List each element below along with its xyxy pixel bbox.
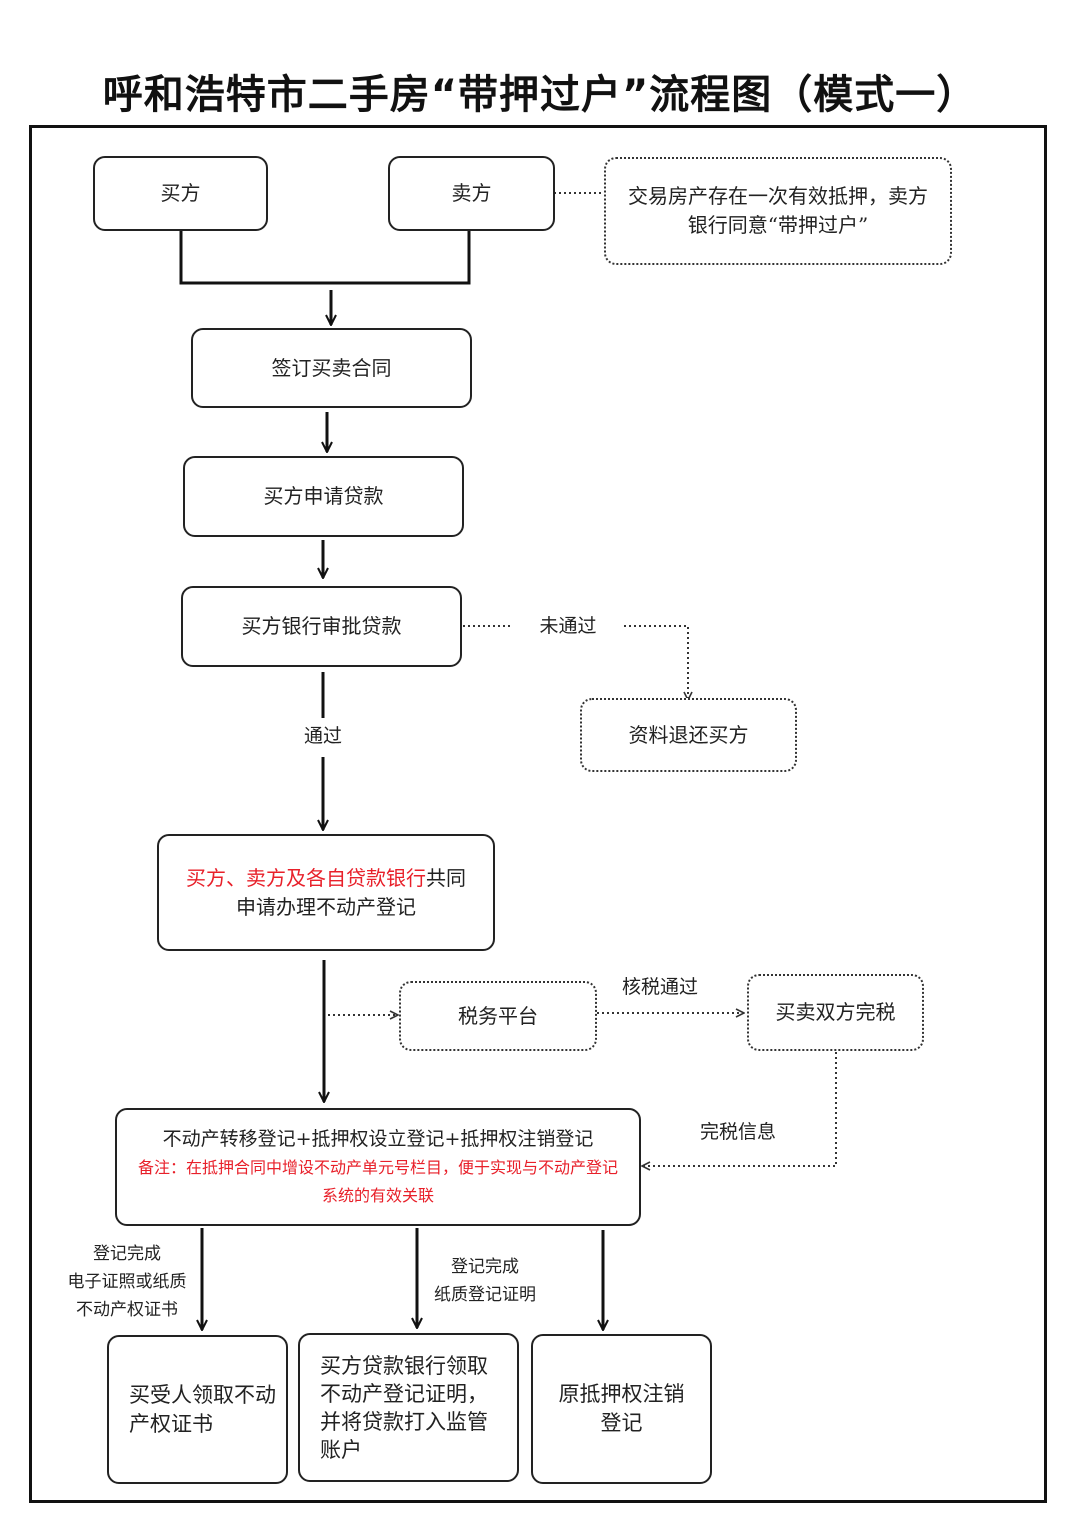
reg-done-mid-line2: 纸质登记证明 <box>434 1285 536 1305</box>
reg-done-left-line1: 登记完成 <box>93 1244 161 1264</box>
reg-done-left-label: 登记完成 电子证照或纸质 不动产权证书 <box>52 1240 202 1324</box>
cancel-mortgage-box: 原抵押权注销登记 <box>531 1334 712 1484</box>
not-passed-line-b <box>624 625 688 700</box>
reg-done-left-line3: 不动产权证书 <box>76 1300 178 1320</box>
diagram-frame <box>29 125 1047 1503</box>
registration-box: 不动产转移登记+抵押权设立登记+抵押权注销登记 备注：在抵押合同中增设不动产单元… <box>115 1108 641 1226</box>
buyer-label: 买方 <box>160 181 201 205</box>
return-docs-label: 资料退还买方 <box>628 722 749 747</box>
buyer-apply-loan-label: 买方申请贷款 <box>263 484 384 508</box>
buyer-box: 买方 <box>93 156 268 231</box>
seller-box: 卖方 <box>388 156 555 231</box>
joint-apply-box: 买方、卖方及各自贷款银行共同 申请办理不动产登记 <box>157 834 495 951</box>
joint-apply-line2: 申请办理不动产登记 <box>236 894 416 919</box>
registration-note-text: 备注：在抵押合同中增设不动产单元号栏目，便于实现与不动产登记系统的有效关联 <box>137 1158 618 1205</box>
tax-info-label: 完税信息 <box>699 1121 776 1143</box>
tax-verified-label: 核税通过 <box>621 976 698 998</box>
reg-done-left-line2: 电子证照或纸质 <box>67 1272 187 1292</box>
registration-main-text: 不动产转移登记+抵押权设立登记+抵押权注销登记 <box>162 1128 594 1150</box>
collect-cert-label: 买受人领取不动产权证书 <box>129 1382 276 1436</box>
collect-cert-box: 买受人领取不动产权证书 <box>107 1335 288 1484</box>
page-title: 呼和浩特市二手房“带押过户”流程图（模式一） <box>102 72 978 118</box>
cancel-mortgage-label: 原抵押权注销登记 <box>558 1382 685 1435</box>
tax-done-box: 买卖双方完税 <box>747 974 924 1051</box>
bank-collect-box: 买方贷款银行领取不动产登记证明，并将贷款打入监管账户 <box>298 1333 519 1482</box>
passed-label: 通过 <box>303 725 342 747</box>
tax-platform-label: 税务平台 <box>458 1003 538 1028</box>
sign-contract-box: 签订买卖合同 <box>191 328 472 408</box>
tax-info-link <box>642 1052 837 1166</box>
buyer-apply-loan-box: 买方申请贷款 <box>183 456 464 537</box>
reg-done-mid-line1: 登记完成 <box>451 1257 519 1277</box>
joint-apply-black-text: 共同 <box>426 865 466 890</box>
mortgage-note-text: 交易房产存在一次有效抵押，卖方银行同意“带押过户” <box>628 184 928 237</box>
bank-approve-box: 买方银行审批贷款 <box>181 586 462 667</box>
mortgage-note-box: 交易房产存在一次有效抵押，卖方银行同意“带押过户” <box>604 157 952 265</box>
seller-label: 卖方 <box>451 181 492 205</box>
bank-approve-label: 买方银行审批贷款 <box>241 614 402 638</box>
tax-platform-box: 税务平台 <box>399 981 597 1051</box>
return-docs-box: 资料退还买方 <box>580 698 797 772</box>
not-passed-label: 未通过 <box>539 615 597 637</box>
sign-contract-label: 签订买卖合同 <box>271 355 392 380</box>
bank-collect-label: 买方贷款银行领取不动产登记证明，并将贷款打入监管账户 <box>320 1353 488 1462</box>
tax-done-label: 买卖双方完税 <box>775 1000 896 1024</box>
join-line <box>179 230 471 285</box>
reg-done-mid-label: 登记完成 纸质登记证明 <box>415 1253 555 1309</box>
joint-apply-red-text: 买方、卖方及各自贷款银行 <box>186 865 426 890</box>
